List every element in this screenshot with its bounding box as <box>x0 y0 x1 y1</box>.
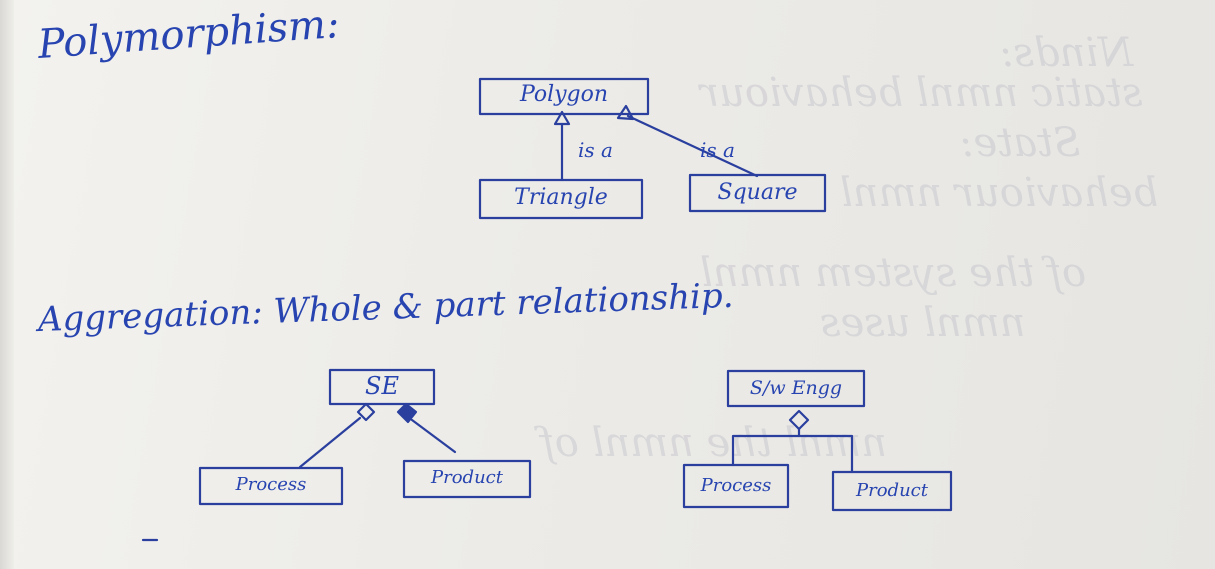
product-label-right: Product <box>856 480 928 501</box>
process-label-left: Process <box>235 474 307 495</box>
square-label: Square <box>717 180 798 205</box>
sw-engg-label: S/w Engg <box>749 377 843 399</box>
aggregation-diamond-right <box>788 409 810 431</box>
sw-engg-box <box>726 369 866 408</box>
product-box-right <box>831 470 953 512</box>
is-a-label-left: is a <box>578 138 613 162</box>
se-box <box>328 368 436 406</box>
se-label: SE <box>365 372 399 400</box>
product-label-left: Product <box>431 467 503 488</box>
process-to-se-line <box>298 416 362 469</box>
page-edge <box>0 0 14 569</box>
generalization-arrow-right <box>616 104 635 121</box>
product-box-left <box>402 459 532 499</box>
is-a-label-right: is a <box>700 138 735 162</box>
process-label-right: Process <box>700 475 772 496</box>
polygon-label: Polygon <box>519 82 609 107</box>
sw-engg-tree-connector <box>731 434 854 474</box>
triangle-label: Triangle <box>514 185 608 210</box>
generalization-arrow-left <box>553 110 571 126</box>
square-to-polygon-line <box>626 114 759 178</box>
product-to-se-line <box>410 418 457 454</box>
aggregation-diamond-hollow <box>356 402 376 422</box>
composition-diamond-filled <box>396 402 418 424</box>
process-box-right <box>682 463 790 509</box>
process-box-left <box>198 466 344 506</box>
square-box <box>688 173 827 213</box>
